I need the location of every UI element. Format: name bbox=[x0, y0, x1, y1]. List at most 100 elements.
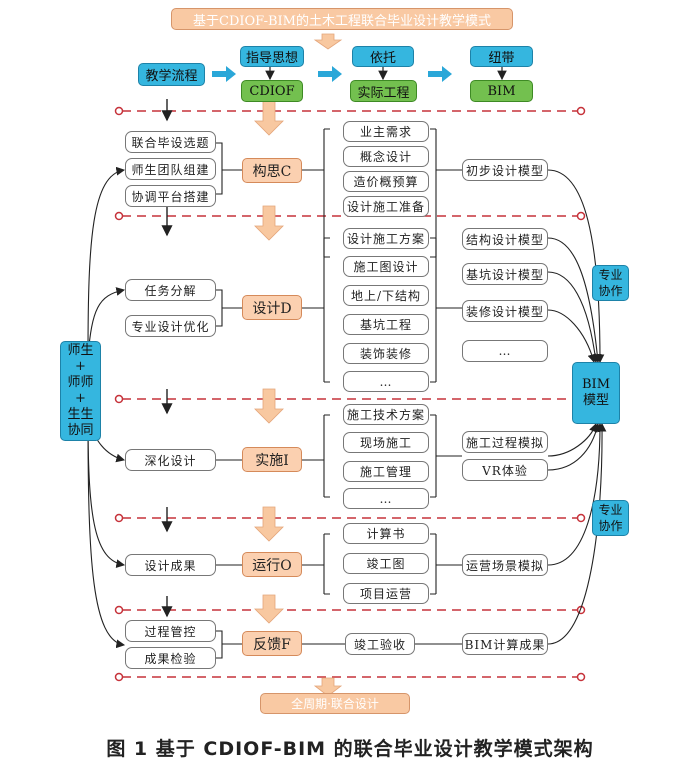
model-box: 施工过程模拟 bbox=[462, 431, 548, 453]
guide-label: 指导思想 bbox=[245, 51, 298, 66]
collab-label-line: 专业 bbox=[598, 503, 623, 517]
task-label: 联合毕设选题 bbox=[131, 135, 210, 150]
content-label: … bbox=[379, 374, 393, 389]
content-box: 业主需求 bbox=[343, 121, 429, 142]
task-label: 专业设计优化 bbox=[131, 319, 210, 334]
model-label: BIM计算成果 bbox=[464, 637, 546, 652]
content-box: 施工图设计 bbox=[343, 256, 429, 277]
task-box: 设计成果 bbox=[125, 554, 216, 576]
task-box: 成果检验 bbox=[125, 647, 216, 669]
model-label: 运营场景模拟 bbox=[465, 558, 544, 573]
content-label: 竣工图 bbox=[366, 557, 406, 571]
task-label: 过程管控 bbox=[144, 624, 197, 639]
task-label: 成果检验 bbox=[144, 651, 197, 666]
guide-label-box: 指导思想 bbox=[240, 46, 304, 67]
model-box: 初步设计模型 bbox=[462, 159, 548, 181]
content-label: 造价概预算 bbox=[353, 175, 419, 189]
content-box: 基坑工程 bbox=[343, 314, 429, 335]
basis-value: 实际工程 bbox=[357, 85, 410, 101]
full-cycle-label: 全周期·联合设计 bbox=[291, 697, 379, 711]
collab-side-line: + bbox=[75, 391, 86, 406]
collab-side-line: 生生 bbox=[67, 407, 94, 422]
content-box: 计算书 bbox=[343, 523, 429, 544]
content-label: 施工管理 bbox=[359, 465, 412, 479]
basis-value-box: 实际工程 bbox=[350, 80, 417, 102]
model-box: 运营场景模拟 bbox=[462, 554, 548, 576]
teaching-process-label: 教学流程 bbox=[145, 69, 198, 84]
stage-label: 构思C bbox=[252, 163, 292, 180]
task-box: 深化设计 bbox=[125, 449, 216, 471]
bim-model-line: 模型 bbox=[582, 393, 609, 408]
content-label: 设计施工准备 bbox=[346, 200, 425, 214]
collab-side-line: 师师 bbox=[67, 375, 94, 390]
stage-box-c: 构思C bbox=[242, 158, 302, 183]
task-box: 师生团队组建 bbox=[125, 158, 216, 180]
content-label: 项目运营 bbox=[359, 587, 412, 601]
collab-side-line: 师生 bbox=[67, 343, 94, 358]
content-box: … bbox=[343, 371, 429, 392]
basis-label-box: 依托 bbox=[352, 46, 414, 67]
content-label: 业主需求 bbox=[359, 125, 412, 139]
content-box: 竣工图 bbox=[343, 553, 429, 574]
link-label-box: 纽带 bbox=[470, 46, 533, 67]
task-box: 联合毕设选题 bbox=[125, 131, 216, 153]
content-label: 竣工验收 bbox=[353, 637, 406, 652]
model-label: VR体验 bbox=[482, 463, 528, 478]
collab-label-line: 专业 bbox=[598, 268, 623, 282]
content-label: 设计施工方案 bbox=[346, 232, 425, 246]
stage-label: 设计D bbox=[252, 300, 292, 317]
bim-model-line: BIM bbox=[582, 377, 610, 392]
stage-box-d: 设计D bbox=[242, 295, 302, 320]
content-box: 设计施工准备 bbox=[343, 196, 429, 217]
task-label: 协调平台搭建 bbox=[131, 189, 210, 204]
model-label: 装修设计模型 bbox=[465, 304, 544, 319]
collab-side-box: 师生 + 师师 + 生生 协同 bbox=[60, 341, 101, 441]
content-box: 装饰装修 bbox=[343, 343, 429, 364]
content-box: 设计施工方案 bbox=[343, 228, 429, 249]
guide-value: CDIOF bbox=[249, 83, 295, 99]
collab-label-1: 专业 协作 bbox=[592, 265, 629, 301]
guide-value-box: CDIOF bbox=[241, 80, 303, 102]
link-value: BIM bbox=[487, 83, 516, 99]
basis-label: 依托 bbox=[369, 51, 396, 66]
collab-label-2: 专业 协作 bbox=[592, 500, 629, 536]
content-box: 项目运营 bbox=[343, 583, 429, 604]
content-box: 施工管理 bbox=[343, 461, 429, 482]
model-box: VR体验 bbox=[462, 459, 548, 481]
content-label: 地上/下结构 bbox=[350, 289, 422, 303]
teaching-process-box: 教学流程 bbox=[138, 63, 205, 86]
top-title-box: 基于CDIOF-BIM的土木工程联合毕业设计教学模式 bbox=[171, 8, 513, 30]
collab-label-line: 协作 bbox=[598, 519, 623, 533]
stage-box-f: 反馈F bbox=[242, 631, 302, 656]
task-box: 专业设计优化 bbox=[125, 315, 216, 337]
model-label: 初步设计模型 bbox=[465, 163, 544, 178]
task-box: 过程管控 bbox=[125, 620, 216, 642]
model-label: 结构设计模型 bbox=[465, 232, 544, 247]
content-box: 概念设计 bbox=[343, 146, 429, 167]
content-box: 造价概预算 bbox=[343, 171, 429, 192]
model-label: 基坑设计模型 bbox=[465, 267, 544, 282]
model-box: 结构设计模型 bbox=[462, 228, 548, 250]
link-value-box: BIM bbox=[470, 80, 533, 102]
content-box: 施工技术方案 bbox=[343, 404, 429, 425]
content-label: 概念设计 bbox=[359, 150, 412, 164]
stage-box-i: 实施I bbox=[242, 447, 302, 472]
model-box: BIM计算成果 bbox=[462, 633, 548, 655]
content-box: 竣工验收 bbox=[345, 633, 415, 655]
content-label: 现场施工 bbox=[359, 436, 412, 450]
content-label: … bbox=[379, 491, 393, 506]
figure-caption: 图 1 基于 CDIOF-BIM 的联合毕业设计教学模式架构 bbox=[106, 738, 594, 760]
content-box: … bbox=[343, 488, 429, 509]
task-box: 协调平台搭建 bbox=[125, 185, 216, 207]
model-label: 施工过程模拟 bbox=[465, 435, 544, 450]
task-label: 深化设计 bbox=[144, 453, 197, 468]
content-label: 施工图设计 bbox=[353, 260, 419, 274]
task-label: 师生团队组建 bbox=[131, 162, 210, 177]
content-label: 装饰装修 bbox=[359, 347, 412, 361]
content-label: 计算书 bbox=[366, 527, 406, 541]
content-box: 地上/下结构 bbox=[343, 285, 429, 306]
stage-label: 反馈F bbox=[253, 636, 291, 653]
stage-label: 运行O bbox=[252, 557, 292, 574]
content-box: 现场施工 bbox=[343, 432, 429, 453]
task-box: 任务分解 bbox=[125, 279, 216, 301]
